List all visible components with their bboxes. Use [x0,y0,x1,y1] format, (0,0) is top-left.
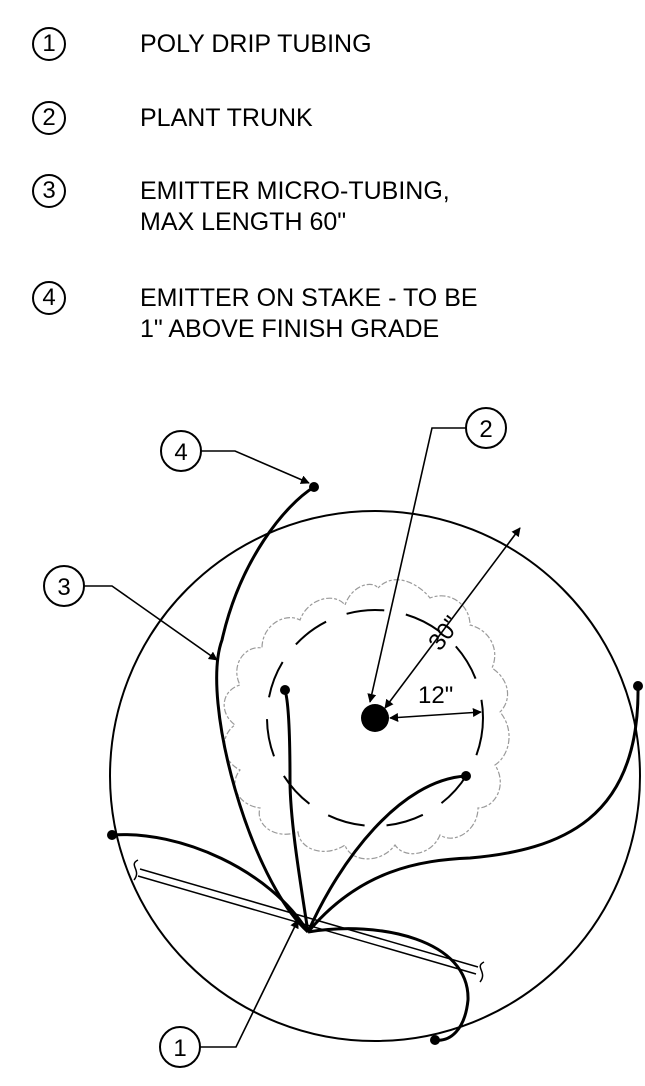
dimension-30: 30" [384,527,521,709]
svg-text:1: 1 [173,1035,186,1062]
plant-trunk [361,704,389,732]
legend-text: EMITTER ON STAKE - TO BE 1" ABOVE FINISH… [140,284,478,343]
inner-dashed-ring [266,609,484,827]
callout-poly-drip-tubing: 1 [159,919,299,1068]
legend-text: POLY DRIP TUBING [140,30,372,58]
legend-number-badge: 4 [32,281,66,315]
legend-text: PLANT TRUNK [140,104,313,132]
callout-emitter-micro-tubing: 3 [43,565,218,661]
legend-number-badge: 1 [32,27,66,61]
emitter-dots [107,482,643,1045]
outer-ring [109,510,641,1042]
legend-number-badge: 3 [32,174,66,208]
poly-drip-tubing [133,859,485,983]
emitter-micro-tubing [111,485,640,1042]
svg-text:3: 3 [57,574,70,601]
legend-number-badge: 2 [32,101,66,135]
legend-text: EMITTER MICRO-TUBING, MAX LENGTH 60" [140,177,450,236]
svg-text:2: 2 [479,416,492,443]
dimension-12-label: 12" [418,682,453,709]
svg-text:4: 4 [174,439,187,466]
callout-plant-trunk: 2 [367,407,507,703]
callout-emitter-on-stake: 4 [160,430,310,484]
dimension-12: 12" [389,682,482,722]
